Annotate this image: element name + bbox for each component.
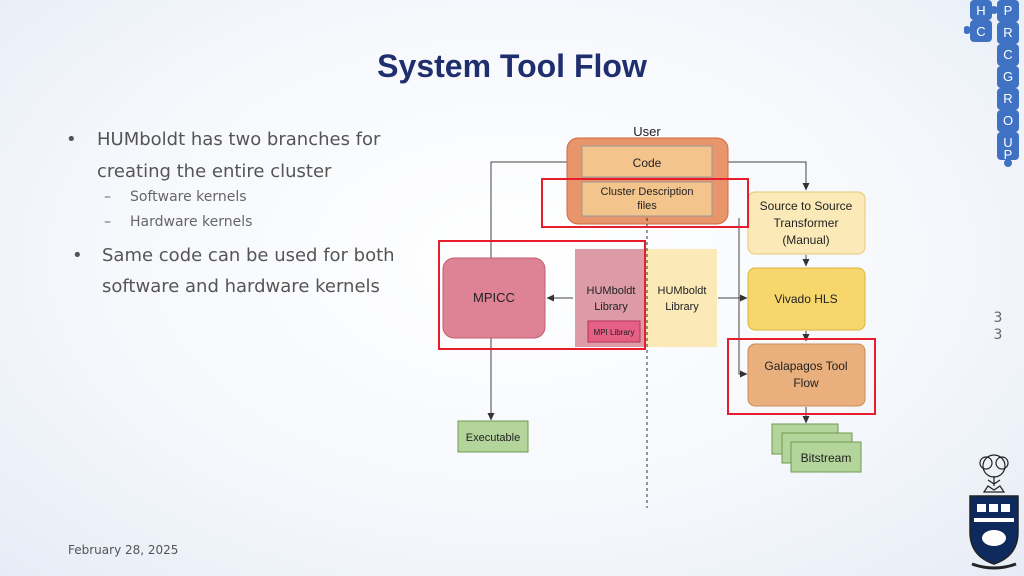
- code-box: [581, 145, 713, 178]
- logo-letter: G: [1003, 69, 1013, 84]
- sub-bullet-text: Hardware kernels: [130, 214, 253, 230]
- crest-tree-icon: [979, 454, 1009, 486]
- executable-label: Executable: [466, 432, 520, 444]
- logo-puzzle-piece: [997, 132, 1019, 160]
- logo-letter: O: [1003, 113, 1013, 128]
- user-label: User: [633, 124, 661, 139]
- bullet-dot: •: [72, 245, 83, 266]
- page-number: 3 3: [990, 310, 1006, 344]
- arrow-user-to-s2s: [727, 161, 810, 191]
- logo-letter: P: [1004, 147, 1013, 162]
- crest-beaver-icon: [982, 530, 1006, 546]
- bitstream-label: Bitstream: [801, 451, 852, 465]
- hpc-group-logo: H P C R C G R O U P: [964, 0, 1019, 167]
- highlight-cluster-description: [541, 178, 749, 228]
- bullet-dot: •: [66, 129, 77, 150]
- logo-puzzle-piece: [997, 0, 1019, 22]
- humboldt-library-right-label: HUMboldt: [658, 285, 707, 297]
- humboldt-library-right-box: [646, 249, 717, 347]
- page-number-digit: 3: [993, 310, 1003, 326]
- logo-puzzle-knob: [990, 6, 998, 14]
- highlight-software-branch: [438, 240, 646, 350]
- humboldt-library-left-label: Library: [594, 301, 628, 313]
- logo-letter: C: [976, 24, 985, 39]
- source-to-source-label: (Manual): [782, 233, 829, 247]
- source-to-source-label: Transformer: [774, 216, 839, 230]
- cluster-description-label: files: [637, 200, 657, 212]
- galapagos-box: [747, 343, 866, 407]
- logo-letter: R: [1003, 25, 1012, 40]
- galapagos-label: Flow: [793, 376, 819, 390]
- mpi-library-box: [587, 320, 641, 343]
- logo-puzzle-piece: [997, 88, 1019, 110]
- logo-letter: H: [976, 3, 985, 18]
- crest-band: [974, 518, 1014, 522]
- logo-puzzle-piece: [997, 66, 1019, 88]
- crest-books-icon: [977, 504, 1010, 512]
- logo-puzzle-piece: [997, 44, 1019, 66]
- executable-box: [457, 420, 529, 453]
- logo-puzzle-piece: [970, 0, 992, 20]
- galapagos-label: Galapagos Tool: [764, 359, 847, 373]
- page-number-digit: 3: [993, 327, 1003, 343]
- crest-crown-icon: [982, 485, 1006, 493]
- highlight-galapagos: [727, 338, 876, 415]
- logo-letter: C: [1003, 47, 1012, 62]
- sub-bullet-dash: –: [104, 214, 111, 230]
- mpicc-box: [442, 257, 546, 339]
- mpi-library-label: MPI Library: [594, 328, 635, 337]
- logo-puzzle-knob: [1004, 159, 1012, 167]
- bullet-text: HUMboldt has two branches for creating t…: [97, 129, 381, 182]
- code-label: Code: [633, 156, 662, 170]
- sub-bullet-dash: –: [104, 189, 111, 205]
- mpicc-label: MPICC: [473, 290, 515, 305]
- logo-letter: P: [1004, 3, 1013, 18]
- vivado-hls-box: [747, 267, 866, 331]
- bullet-text: Same code can be used for both software …: [102, 245, 395, 297]
- humboldt-library-right-label: Library: [665, 301, 699, 313]
- crest-ribbon: [971, 562, 1017, 570]
- sub-bullet-text: Software kernels: [130, 189, 247, 205]
- humboldt-library-left-label: HUMboldt: [587, 285, 636, 297]
- arrow-cluster-to-galapagos: [738, 218, 748, 378]
- cluster-description-box: [581, 181, 713, 217]
- logo-puzzle-piece: [997, 110, 1019, 132]
- logo-puzzle-knob: [964, 26, 971, 34]
- vivado-hls-label: Vivado HLS: [774, 292, 837, 306]
- logo-puzzle-piece: [997, 22, 1019, 44]
- slide-date: February 28, 2025: [68, 543, 179, 557]
- logo-letter: R: [1003, 91, 1012, 106]
- slide-title: System Tool Flow: [377, 48, 647, 84]
- cluster-description-label: Cluster Description: [601, 186, 694, 198]
- bitstream-box: [790, 441, 862, 473]
- source-to-source-label: Source to Source: [760, 199, 853, 213]
- university-crest-logo: [969, 454, 1019, 570]
- logo-letter: U: [1003, 135, 1012, 150]
- logo-puzzle-piece: [970, 20, 992, 42]
